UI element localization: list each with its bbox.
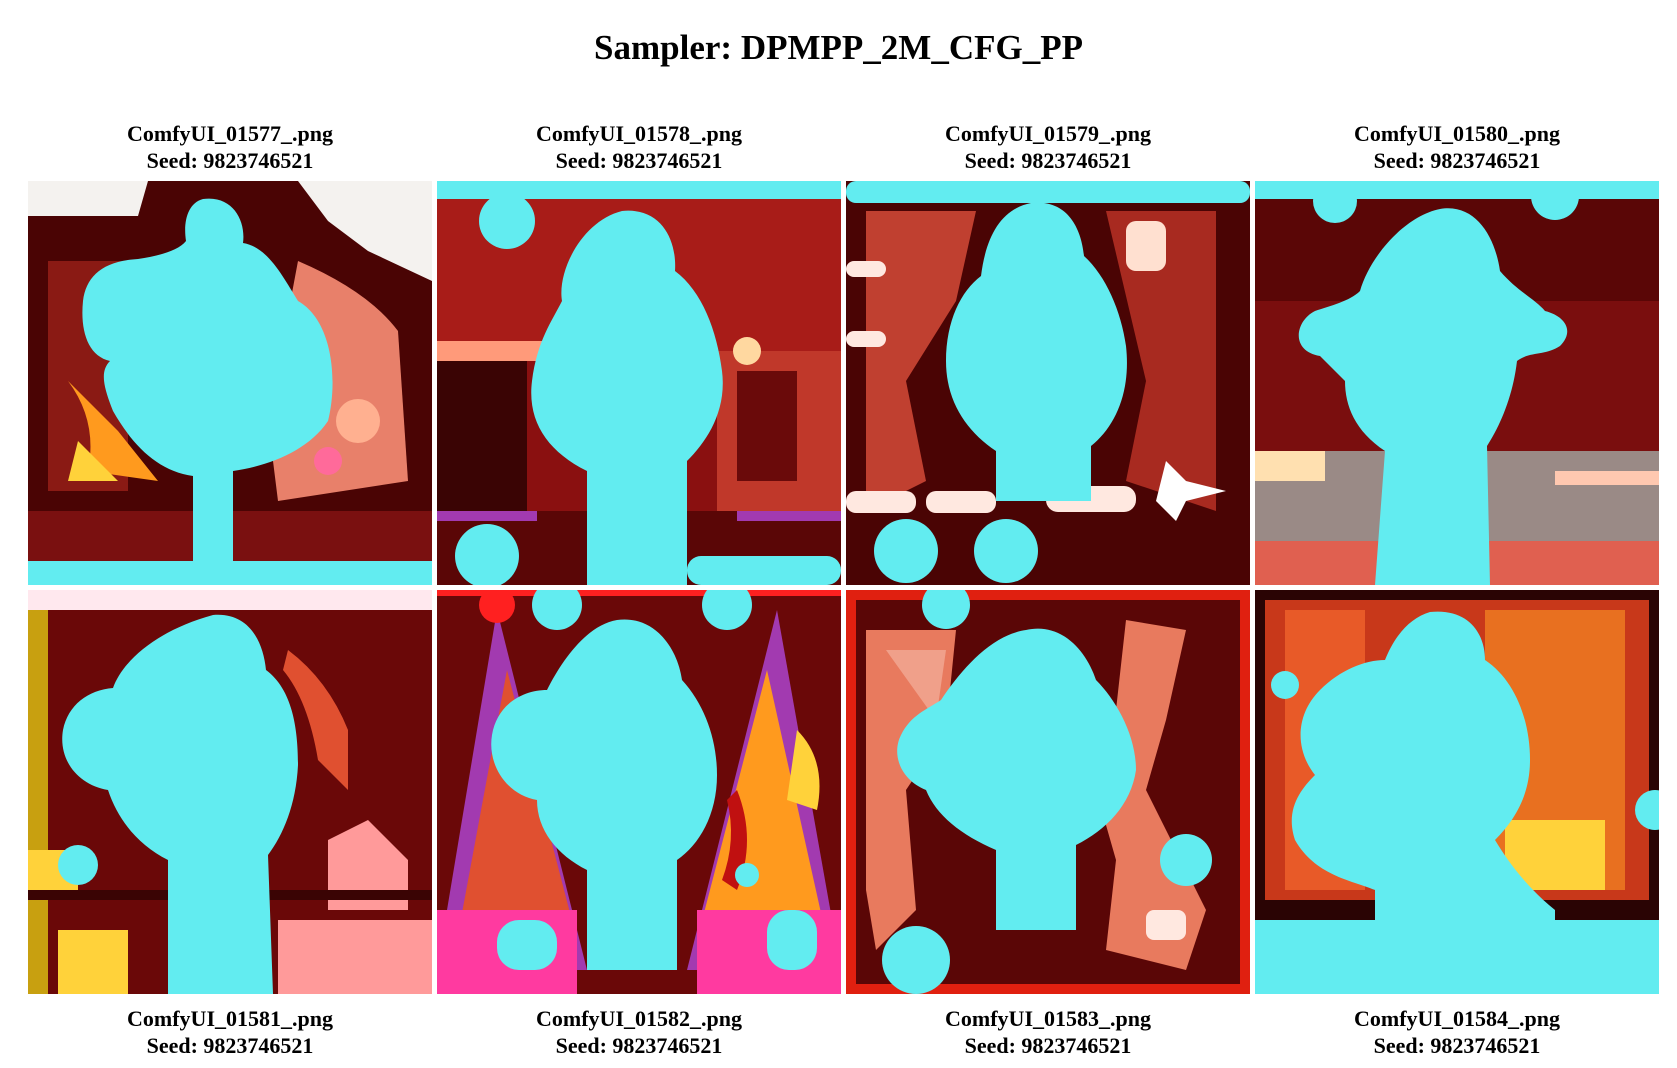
image-seed: Seed: 9823746521 [964, 148, 1132, 173]
image-seed: Seed: 9823746521 [555, 1033, 723, 1058]
image-thumbnail [846, 181, 1250, 585]
image-thumbnail [1255, 590, 1659, 994]
generated-image-01577 [28, 181, 432, 585]
image-filename: ComfyUI_01580_.png [1354, 121, 1560, 146]
image-thumbnail [437, 181, 841, 585]
generated-image-01580 [1255, 181, 1659, 585]
image-thumbnail [28, 590, 432, 994]
image-caption: ComfyUI_01583_.png Seed: 9823746521 [846, 1005, 1250, 1059]
generated-image-01582 [437, 590, 841, 994]
generated-image-01581 [28, 590, 432, 994]
generated-image-01584 [1255, 590, 1659, 994]
image-filename: ComfyUI_01579_.png [945, 121, 1151, 146]
image-thumbnail [846, 590, 1250, 994]
page-title: Sampler: DPMPP_2M_CFG_PP [594, 28, 1083, 67]
image-caption: ComfyUI_01579_.png Seed: 9823746521 [846, 120, 1250, 174]
image-caption: ComfyUI_01578_.png Seed: 9823746521 [437, 120, 841, 174]
image-thumbnail [437, 590, 841, 994]
image-caption: ComfyUI_01580_.png Seed: 9823746521 [1255, 120, 1659, 174]
generated-image-01579 [846, 181, 1250, 585]
image-caption: ComfyUI_01584_.png Seed: 9823746521 [1255, 1005, 1659, 1059]
image-filename: ComfyUI_01581_.png [127, 1006, 333, 1031]
image-caption: ComfyUI_01582_.png Seed: 9823746521 [437, 1005, 841, 1059]
image-seed: Seed: 9823746521 [555, 148, 723, 173]
image-seed: Seed: 9823746521 [1373, 1033, 1541, 1058]
image-seed: Seed: 9823746521 [146, 148, 314, 173]
image-seed: Seed: 9823746521 [1373, 148, 1541, 173]
image-filename: ComfyUI_01582_.png [536, 1006, 742, 1031]
image-filename: ComfyUI_01578_.png [536, 121, 742, 146]
generated-image-01578 [437, 181, 841, 585]
generated-image-01583 [846, 590, 1250, 994]
image-thumbnail [1255, 181, 1659, 585]
image-thumbnail [28, 181, 432, 585]
image-filename: ComfyUI_01583_.png [945, 1006, 1151, 1031]
image-seed: Seed: 9823746521 [964, 1033, 1132, 1058]
image-caption: ComfyUI_01581_.png Seed: 9823746521 [28, 1005, 432, 1059]
image-filename: ComfyUI_01577_.png [127, 121, 333, 146]
image-seed: Seed: 9823746521 [146, 1033, 314, 1058]
image-caption: ComfyUI_01577_.png Seed: 9823746521 [28, 120, 432, 174]
image-filename: ComfyUI_01584_.png [1354, 1006, 1560, 1031]
